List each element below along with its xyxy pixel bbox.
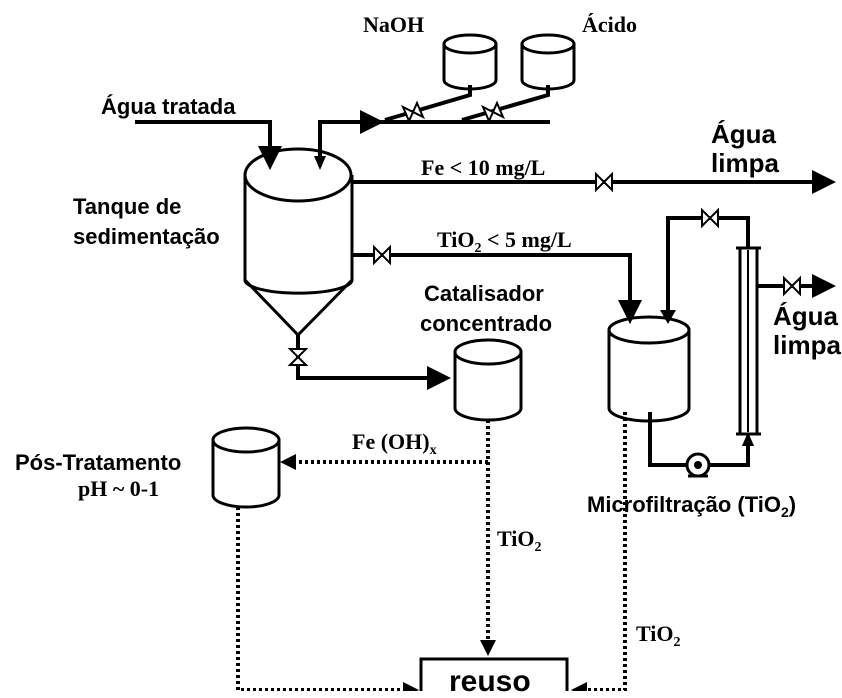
reuse-box	[419, 657, 569, 691]
treated-water-label: Água tratada	[101, 94, 236, 119]
feoh-label: Fe (OH)x	[352, 429, 437, 458]
post-treatment-label-line1: Pós-Tratamento	[15, 450, 182, 475]
fe-limit-label: Fe < 10 mg/L	[421, 155, 546, 180]
tio2-right-label: TiO2	[636, 621, 681, 650]
dosing-line	[318, 110, 384, 166]
tio2-center-label: TiO2	[497, 526, 542, 555]
bowtie-valve-icon	[287, 100, 801, 366]
acid-label: Ácido	[582, 12, 637, 37]
microfiltration-tank	[607, 315, 691, 423]
catalyst-label-line1: Catalisador	[424, 281, 544, 306]
microfilter-reuse-line	[588, 412, 627, 691]
clean-water-label-top: Água limpa	[711, 119, 779, 178]
reuse-label: reuso	[449, 665, 531, 698]
clean-water-label-right: Água limpa	[773, 301, 841, 360]
sedimentation-tank	[243, 147, 354, 338]
sludge-line	[296, 335, 451, 390]
post-treatment-tank	[211, 426, 281, 509]
catalyst-label-line2: concentrado	[420, 311, 553, 336]
post-treatment-reuse-line	[236, 507, 405, 691]
treated-water-line	[135, 120, 282, 170]
acid-tank	[520, 33, 576, 91]
naoh-tank	[442, 33, 498, 91]
microfiltration-label: Microfiltração (TiO2)	[587, 492, 797, 520]
recirculation-line	[666, 216, 750, 320]
tio2-line	[352, 253, 642, 324]
tank-label-line1: Tanque de	[73, 194, 182, 219]
naoh-label: NaOH	[363, 12, 425, 37]
post-treatment-label-line2: pH ~ 0-1	[78, 476, 160, 501]
membrane-column	[736, 246, 761, 436]
naoh-branch	[384, 85, 472, 122]
catalyst-tank	[453, 338, 523, 422]
pump-icon	[685, 452, 711, 478]
tio2-limit-label: TiO2 < 5 mg/L	[437, 227, 572, 256]
tank-label-line2: sedimentação	[73, 224, 220, 249]
